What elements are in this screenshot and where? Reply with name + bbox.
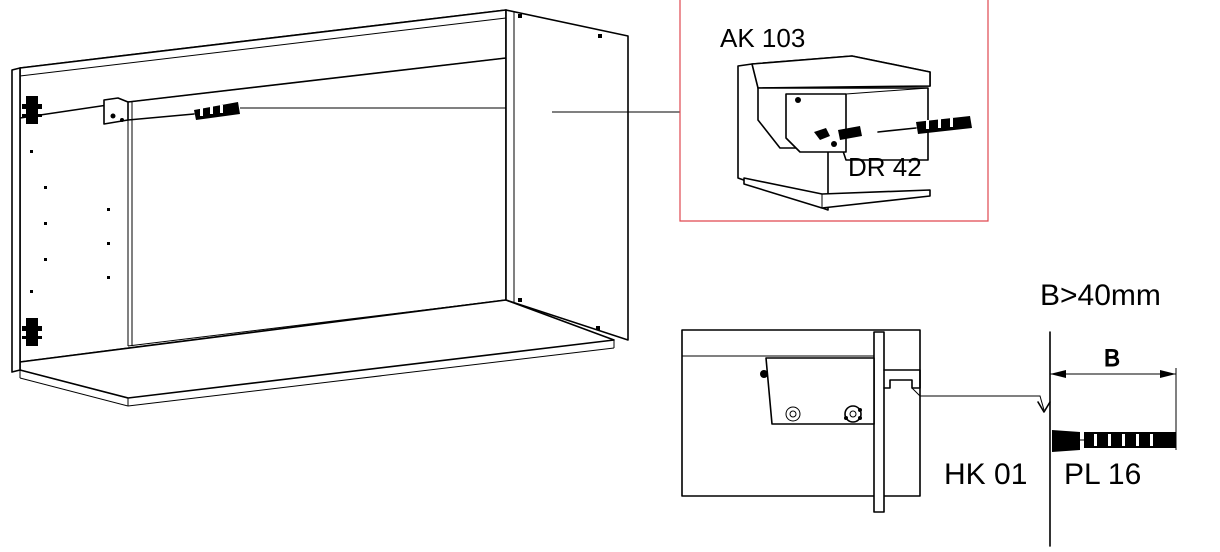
bracket-screw-right [844,405,862,423]
rail-section-drawing [681,329,1051,513]
hinge-plate-bottom [22,318,42,346]
hinge-plate-top [22,96,42,124]
hanger-bracket [103,97,129,125]
distance-rule-label: B>40mm [1040,279,1161,312]
screw-part-label: DR 42 [848,152,922,182]
hanger-detail-drawing [737,55,972,211]
detail-view-frame [679,0,989,222]
adjusting-screw [814,126,862,147]
shelf-pin-holes [30,14,602,330]
screwdriver-icon [877,116,972,134]
wall-cabinet [11,9,680,407]
dimension-b-label: B [1104,345,1120,372]
cabinet-left-side [11,67,21,373]
wall-plug-icon [1052,430,1176,452]
bracket-screw-left [785,406,801,422]
cabinet-right-side [505,9,629,341]
screwdriver-icon [127,102,240,121]
plug-part-label: PL 16 [1064,458,1141,491]
rail-part-label: HK 01 [944,458,1027,491]
hanger-part-label: AK 103 [720,23,805,53]
